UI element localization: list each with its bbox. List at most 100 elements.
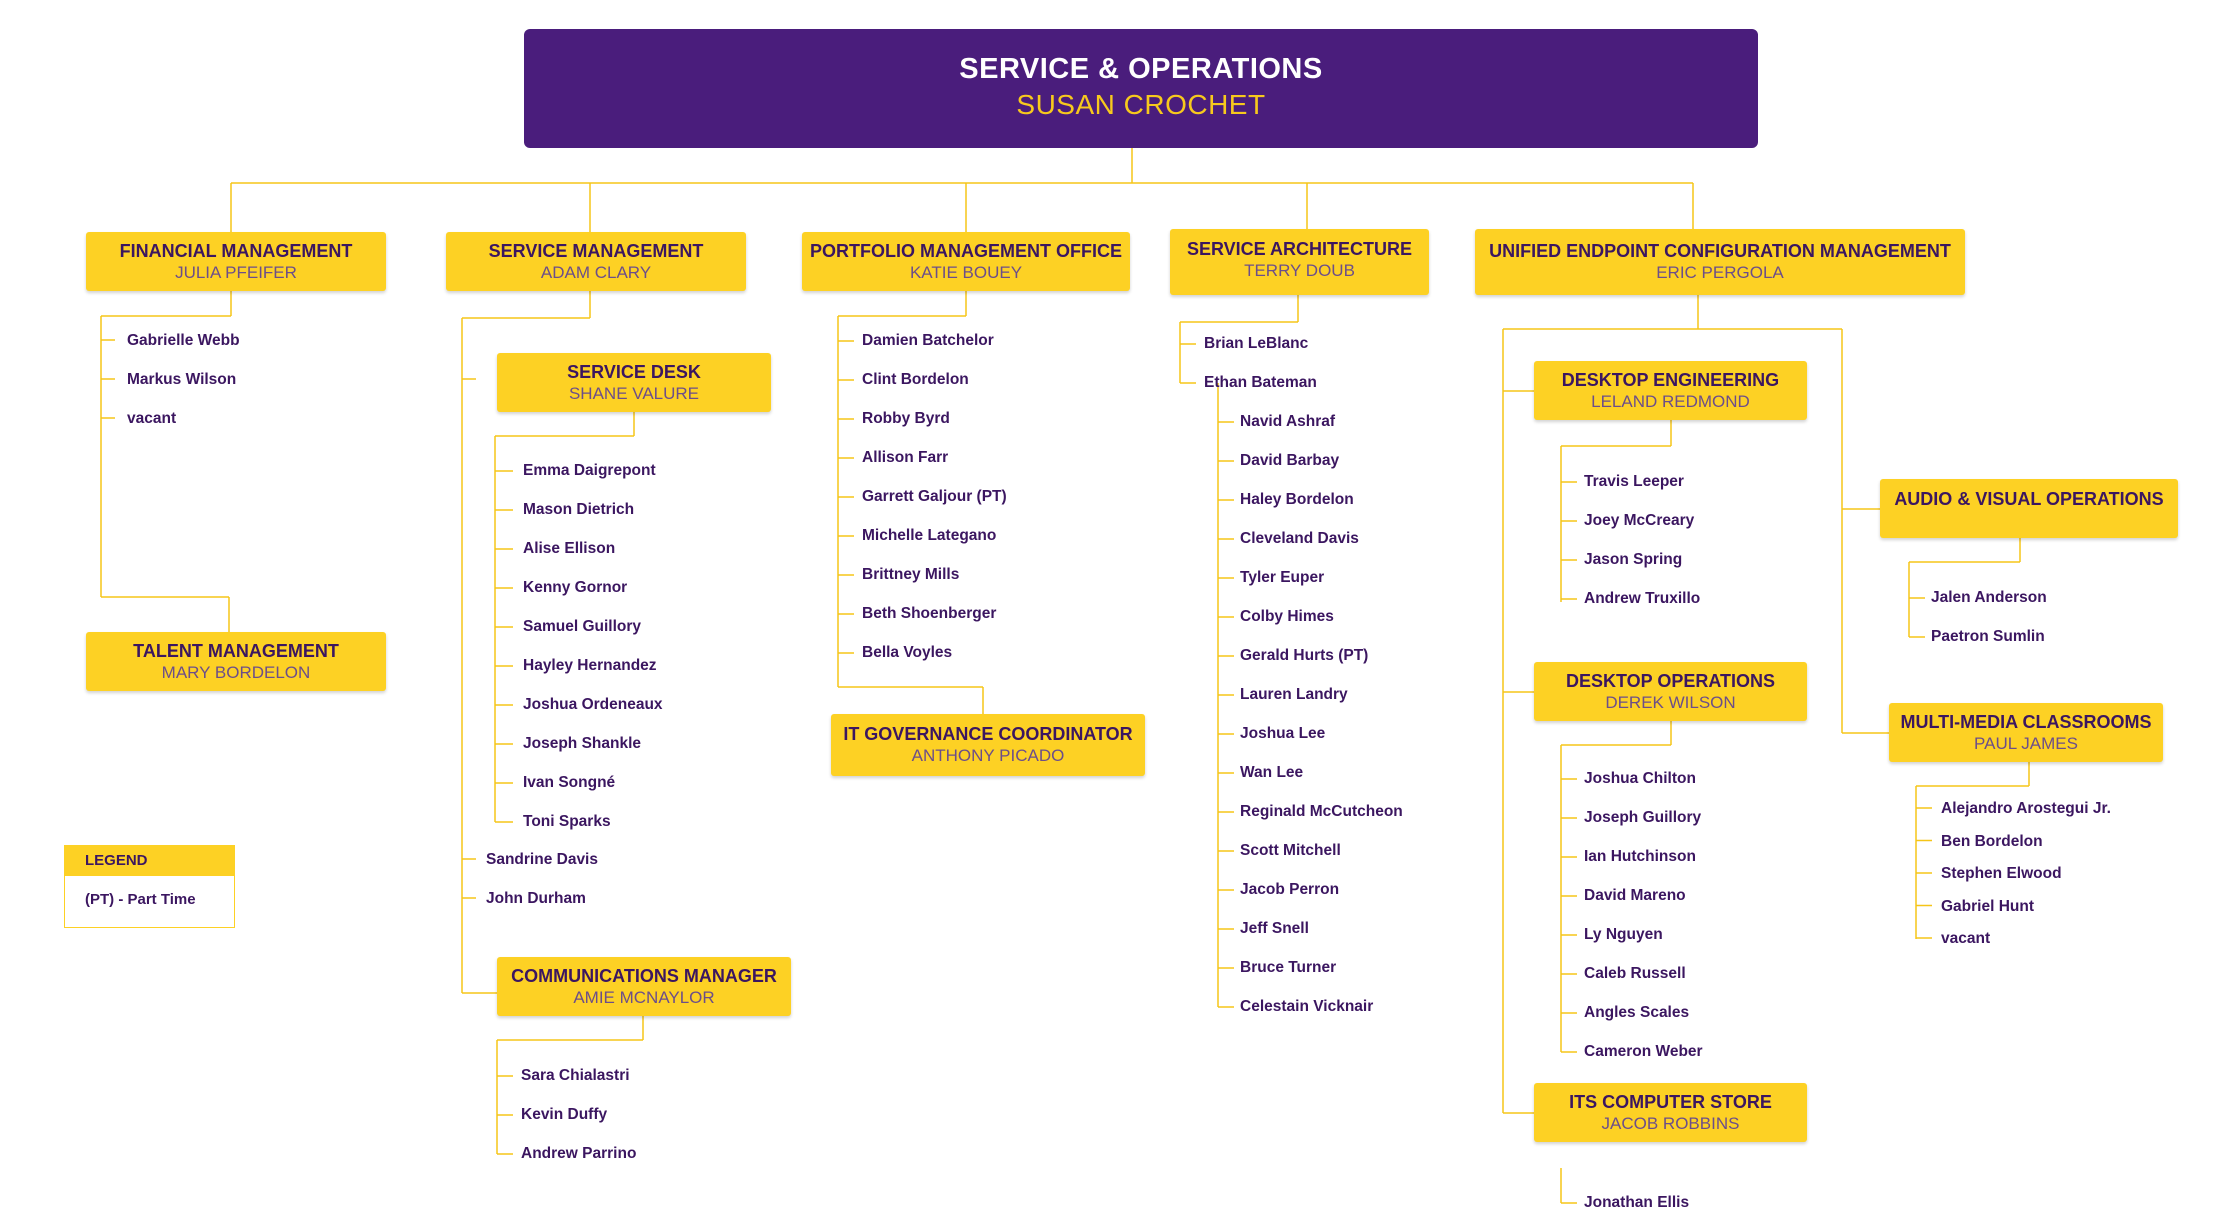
staff-name: Wan Lee <box>1240 764 1304 781</box>
staff-name: Joseph Guillory <box>1584 809 1702 826</box>
staff-name: Bruce Turner <box>1240 959 1337 976</box>
staff-name: Navid Ashraf <box>1240 413 1336 430</box>
root-title: SERVICE & OPERATIONS <box>959 53 1323 85</box>
staff-name: Scott Mitchell <box>1240 842 1341 859</box>
multi-media-classrooms-head: PAUL JAMES <box>1974 734 2078 753</box>
staff-name: Alejandro Arostegui Jr. <box>1941 800 2111 817</box>
staff-name: Ian Hutchinson <box>1584 848 1696 865</box>
it-governance-coordinator-box: IT GOVERNANCE COORDINATOR ANTHONY PICADO <box>831 714 1145 776</box>
staff-name: Gabrielle Webb <box>127 332 240 349</box>
root-box: SERVICE & OPERATIONS SUSAN CROCHET <box>524 29 1758 148</box>
staff-name: Joshua Lee <box>1240 725 1326 742</box>
staff-name: Colby Himes <box>1240 608 1334 625</box>
service-architecture-head: TERRY DOUB <box>1244 261 1355 280</box>
it-governance-coordinator-head: ANTHONY PICADO <box>911 746 1065 765</box>
staff-name: Travis Leeper <box>1584 473 1684 490</box>
it-governance-coordinator-title: IT GOVERNANCE COORDINATOR <box>843 724 1133 744</box>
portfolio-management-office-box: PORTFOLIO MANAGEMENT OFFICE KATIE BOUEY <box>802 232 1130 291</box>
staff-name: Jalen Anderson <box>1931 589 2047 606</box>
desktop-engineering-title: DESKTOP ENGINEERING <box>1561 370 1780 390</box>
service-management-head: ADAM CLARY <box>540 263 652 282</box>
staff-name: Lauren Landry <box>1240 686 1348 703</box>
staff-name: Ethan Bateman <box>1204 374 1317 391</box>
staff-name: John Durham <box>486 890 586 907</box>
staff-name: Joseph Shankle <box>523 735 642 752</box>
staff-name: Reginald McCutcheon <box>1240 803 1403 820</box>
staff-name: Cleveland Davis <box>1240 530 1359 547</box>
staff-name: Brian LeBlanc <box>1204 335 1309 352</box>
staff-name: Robby Byrd <box>862 410 950 427</box>
staff-name: Emma Daigrepont <box>523 462 656 479</box>
staff-name: Caleb Russell <box>1584 965 1686 982</box>
staff-name: Toni Sparks <box>523 813 611 830</box>
staff-name: Hayley Hernandez <box>523 657 657 674</box>
audio-visual-operations-box: AUDIO & VISUAL OPERATIONS <box>1880 479 2178 538</box>
staff-name: Kenny Gornor <box>523 579 628 596</box>
staff-name: Andrew Truxillo <box>1584 590 1701 607</box>
financial-management-head: JULIA PFEIFER <box>175 263 297 282</box>
staff-name: Garrett Galjour (PT) <box>862 488 1007 505</box>
staff-name: Ben Bordelon <box>1941 833 2043 850</box>
financial-management-title: FINANCIAL MANAGEMENT <box>119 241 353 261</box>
staff-name: Angles Scales <box>1584 1004 1690 1021</box>
staff-name: Gerald Hurts (PT) <box>1240 647 1369 664</box>
staff-name: Sara Chialastri <box>521 1067 630 1084</box>
staff-name: Sandrine Davis <box>486 851 598 868</box>
legend-title: LEGEND <box>65 846 234 876</box>
staff-name: Joey McCreary <box>1584 512 1695 529</box>
talent-management-head: MARY BORDELON <box>161 663 311 682</box>
staff-name: Ivan Songné <box>523 774 616 791</box>
staff-name: David Mareno <box>1584 887 1686 904</box>
service-management-title: SERVICE MANAGEMENT <box>488 241 704 261</box>
staff-name: Stephen Elwood <box>1941 865 2062 882</box>
staff-name: Joshua Chilton <box>1584 770 1696 787</box>
staff-name: Kevin Duffy <box>521 1106 608 1123</box>
its-computer-store-box: ITS COMPUTER STORE JACOB ROBBINS <box>1534 1083 1807 1142</box>
its-computer-store-title: ITS COMPUTER STORE <box>1569 1092 1772 1112</box>
staff-name: Mason Dietrich <box>523 501 635 518</box>
staff-name: Jason Spring <box>1584 551 1683 568</box>
desktop-operations-head: DEREK WILSON <box>1605 693 1736 712</box>
staff-name: Tyler Euper <box>1240 569 1325 586</box>
service-desk-box: SERVICE DESK SHANE VALURE <box>497 353 771 412</box>
communications-manager-title: COMMUNICATIONS MANAGER <box>511 966 777 986</box>
multi-media-classrooms-box: MULTI-MEDIA CLASSROOMS PAUL JAMES <box>1889 703 2163 762</box>
staff-name: Cameron Weber <box>1584 1043 1703 1060</box>
desktop-operations-box: DESKTOP OPERATIONS DEREK WILSON <box>1534 662 1807 721</box>
staff-name: vacant <box>1941 930 1991 947</box>
desktop-operations-title: DESKTOP OPERATIONS <box>1565 671 1776 691</box>
staff-name: David Barbay <box>1240 452 1340 469</box>
unified-endpoint-configuration-management-box: UNIFIED ENDPOINT CONFIGURATION MANAGEMEN… <box>1475 229 1965 295</box>
staff-name: Jacob Perron <box>1240 881 1340 898</box>
legend-box: LEGEND (PT) - Part Time <box>64 845 235 928</box>
staff-name: Bella Voyles <box>862 644 953 661</box>
service-desk-head: SHANE VALURE <box>568 384 700 403</box>
staff-name: Andrew Parrino <box>521 1145 637 1162</box>
staff-name: Joshua Ordeneaux <box>523 696 663 713</box>
portfolio-management-office-head: KATIE BOUEY <box>909 263 1023 282</box>
staff-name: Michelle Lategano <box>862 527 997 544</box>
service-desk-title: SERVICE DESK <box>567 362 701 382</box>
its-computer-store-head: JACOB ROBBINS <box>1601 1114 1740 1133</box>
portfolio-management-office-title: PORTFOLIO MANAGEMENT OFFICE <box>810 241 1122 261</box>
staff-name: Haley Bordelon <box>1240 491 1354 508</box>
staff-name: Alise Ellison <box>523 540 616 557</box>
root-head-name: SUSAN CROCHET <box>1016 89 1266 120</box>
audio-visual-operations-title: AUDIO & VISUAL OPERATIONS <box>1894 489 2164 509</box>
staff-name: Allison Farr <box>862 449 949 466</box>
staff-name: Paetron Sumlin <box>1931 628 2045 645</box>
talent-management-title: TALENT MANAGEMENT <box>133 641 339 661</box>
staff-name: vacant <box>127 410 177 427</box>
service-architecture-title: SERVICE ARCHITECTURE <box>1186 239 1413 259</box>
staff-name: Beth Shoenberger <box>862 605 997 622</box>
financial-management-box: FINANCIAL MANAGEMENT JULIA PFEIFER <box>86 232 386 291</box>
communications-manager-head: AMIE MCNAYLOR <box>573 988 715 1007</box>
staff-name: Celestain Vicknair <box>1240 998 1374 1015</box>
staff-name: Jonathan Ellis <box>1584 1194 1690 1211</box>
multi-media-classrooms-title: MULTI-MEDIA CLASSROOMS <box>1900 712 2152 732</box>
staff-name: Clint Bordelon <box>862 371 969 388</box>
unified-endpoint-configuration-management-head: ERIC PERGOLA <box>1656 263 1784 282</box>
staff-name: Damien Batchelor <box>862 332 994 349</box>
staff-name: Brittney Mills <box>862 566 960 583</box>
desktop-engineering-box: DESKTOP ENGINEERING LELAND REDMOND <box>1534 361 1807 420</box>
